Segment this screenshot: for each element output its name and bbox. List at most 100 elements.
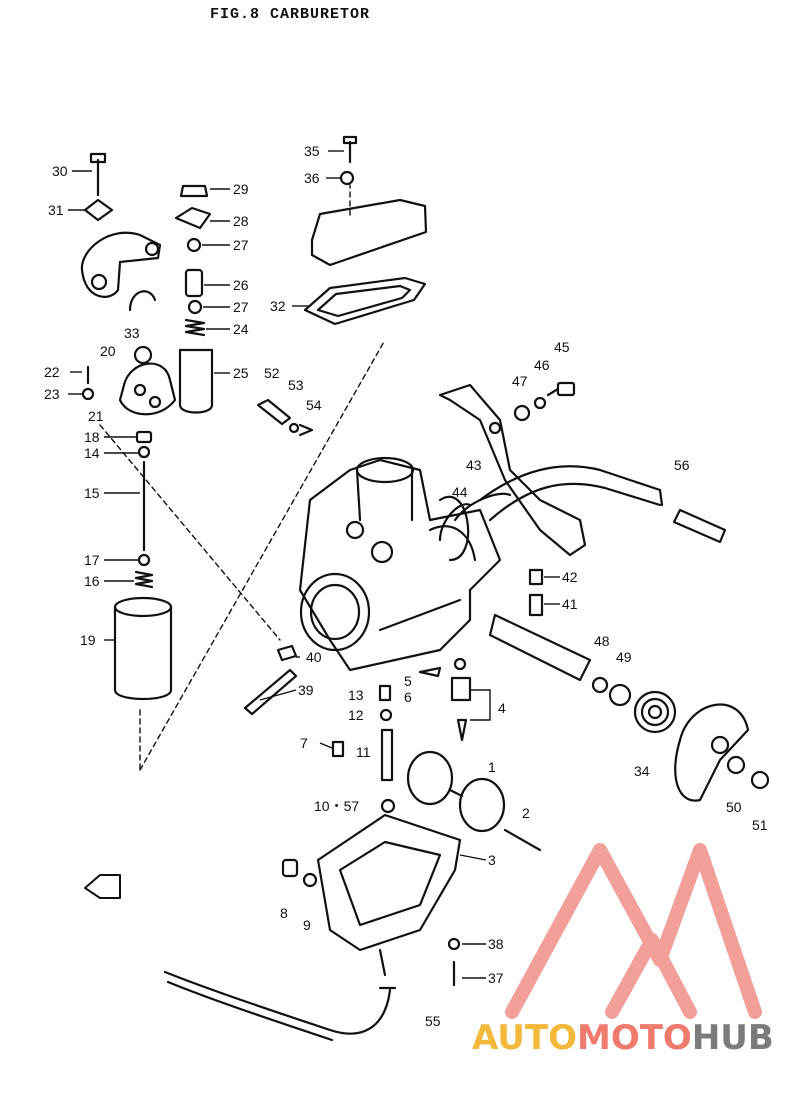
label-35: 35: [304, 143, 320, 159]
label-31: 31: [48, 202, 64, 218]
label-8: 8: [280, 905, 288, 921]
part-27-nut-b: [187, 299, 203, 315]
part-42-screw: [528, 568, 544, 586]
label-55: 55: [425, 1013, 441, 1029]
label-7: 7: [300, 735, 308, 751]
part-lever-bracket: [80, 231, 162, 298]
part-cover: [310, 198, 428, 267]
part-32-gasket: [303, 276, 427, 326]
part-16-spring: [134, 570, 154, 589]
part-49-washer: [608, 683, 632, 707]
part-17-ring: [137, 553, 151, 567]
part-51-nut: [750, 770, 770, 790]
part-cam: [674, 703, 750, 802]
carburetor-body: [298, 456, 502, 672]
part-48-washer: [591, 676, 609, 694]
label-27b: 27: [233, 299, 249, 315]
label-34: 34: [634, 763, 650, 779]
label-12: 12: [348, 707, 364, 723]
part-10-jet: [380, 798, 396, 814]
label-20: 20: [100, 343, 116, 359]
label-56: 56: [674, 457, 690, 473]
label-13: 13: [348, 687, 364, 703]
label-19: 19: [80, 632, 96, 648]
label-25: 25: [233, 365, 249, 381]
label-53: 53: [288, 377, 304, 393]
label-42: 42: [562, 569, 578, 585]
part-24-spring: [184, 318, 206, 337]
part-30-screw: [89, 152, 107, 197]
label-38: 38: [488, 936, 504, 952]
label-24: 24: [233, 321, 249, 337]
part-56-hose: [478, 465, 662, 502]
label-49: 49: [616, 649, 632, 665]
label-27a: 27: [233, 237, 249, 253]
label-37: 37: [488, 970, 504, 986]
part-5-clip: [418, 666, 442, 678]
label-4: 4: [498, 700, 506, 716]
label-18: 18: [84, 429, 100, 445]
automotohub-logo-icon: [505, 843, 762, 1019]
label-40: 40: [306, 649, 322, 665]
label-41: 41: [562, 596, 578, 612]
part-9-ring: [302, 872, 318, 888]
part-18-clip: [135, 430, 153, 444]
label-22: 22: [44, 364, 60, 380]
part-4-valve: [450, 676, 472, 702]
part-1-float: [406, 750, 506, 833]
part-44-tube: [453, 492, 512, 522]
part-13-jet: [378, 684, 392, 702]
part-26-tube: [184, 268, 204, 298]
part-7-screw: [331, 740, 345, 758]
watermark-hub: HUB: [691, 1018, 774, 1058]
part-39-screw: [243, 668, 298, 716]
part-27-nut: [186, 237, 202, 253]
label-39: 39: [298, 682, 314, 698]
part-25-cylinder: [178, 348, 214, 414]
part-54-spring: [298, 423, 314, 437]
part-throttle-lever: [438, 383, 587, 557]
label-23: 23: [44, 386, 60, 402]
label-32: 32: [270, 298, 286, 314]
label-1057: 10・57: [314, 798, 359, 814]
label-51: 51: [752, 817, 768, 833]
label-29: 29: [233, 181, 249, 197]
part-6-washer: [453, 657, 467, 671]
watermark-auto: AUTO: [472, 1018, 577, 1058]
part-29-cap: [179, 184, 209, 198]
label-26: 26: [233, 277, 249, 293]
part-50-washer: [726, 755, 746, 775]
part-12-ring: [379, 708, 393, 722]
label-9: 9: [303, 917, 311, 933]
part-19-slide: [113, 596, 173, 700]
part-2-pin: [503, 828, 542, 852]
part-3-float-bowl: [316, 813, 462, 977]
part-20-21-plate: [118, 362, 177, 416]
part-53-ring: [288, 422, 300, 434]
label-50: 50: [726, 799, 742, 815]
part-8-plug: [281, 858, 299, 878]
part-40-cap: [276, 644, 298, 662]
label-43: 43: [466, 457, 482, 473]
label-6: 6: [404, 689, 412, 705]
label-33: 33: [124, 325, 140, 341]
label-54: 54: [306, 397, 322, 413]
part-47-washer: [513, 404, 531, 422]
part-46-washer: [533, 396, 547, 410]
label-21: 21: [88, 408, 104, 424]
label-36: 36: [304, 170, 320, 186]
part-45-bolt: [556, 381, 576, 397]
part-shaft: [488, 613, 592, 682]
label-5: 5: [404, 673, 412, 689]
part-31-plate: [83, 198, 114, 222]
label-45: 45: [554, 339, 570, 355]
label-46: 46: [534, 357, 550, 373]
label-3: 3: [488, 852, 496, 868]
part-38-nut: [447, 937, 461, 951]
part-35-bolt: [342, 135, 358, 164]
label-14: 14: [84, 445, 100, 461]
watermark-moto: MOTO: [576, 1018, 692, 1058]
figure-title: FIG.8 CARBURETOR: [210, 6, 371, 23]
